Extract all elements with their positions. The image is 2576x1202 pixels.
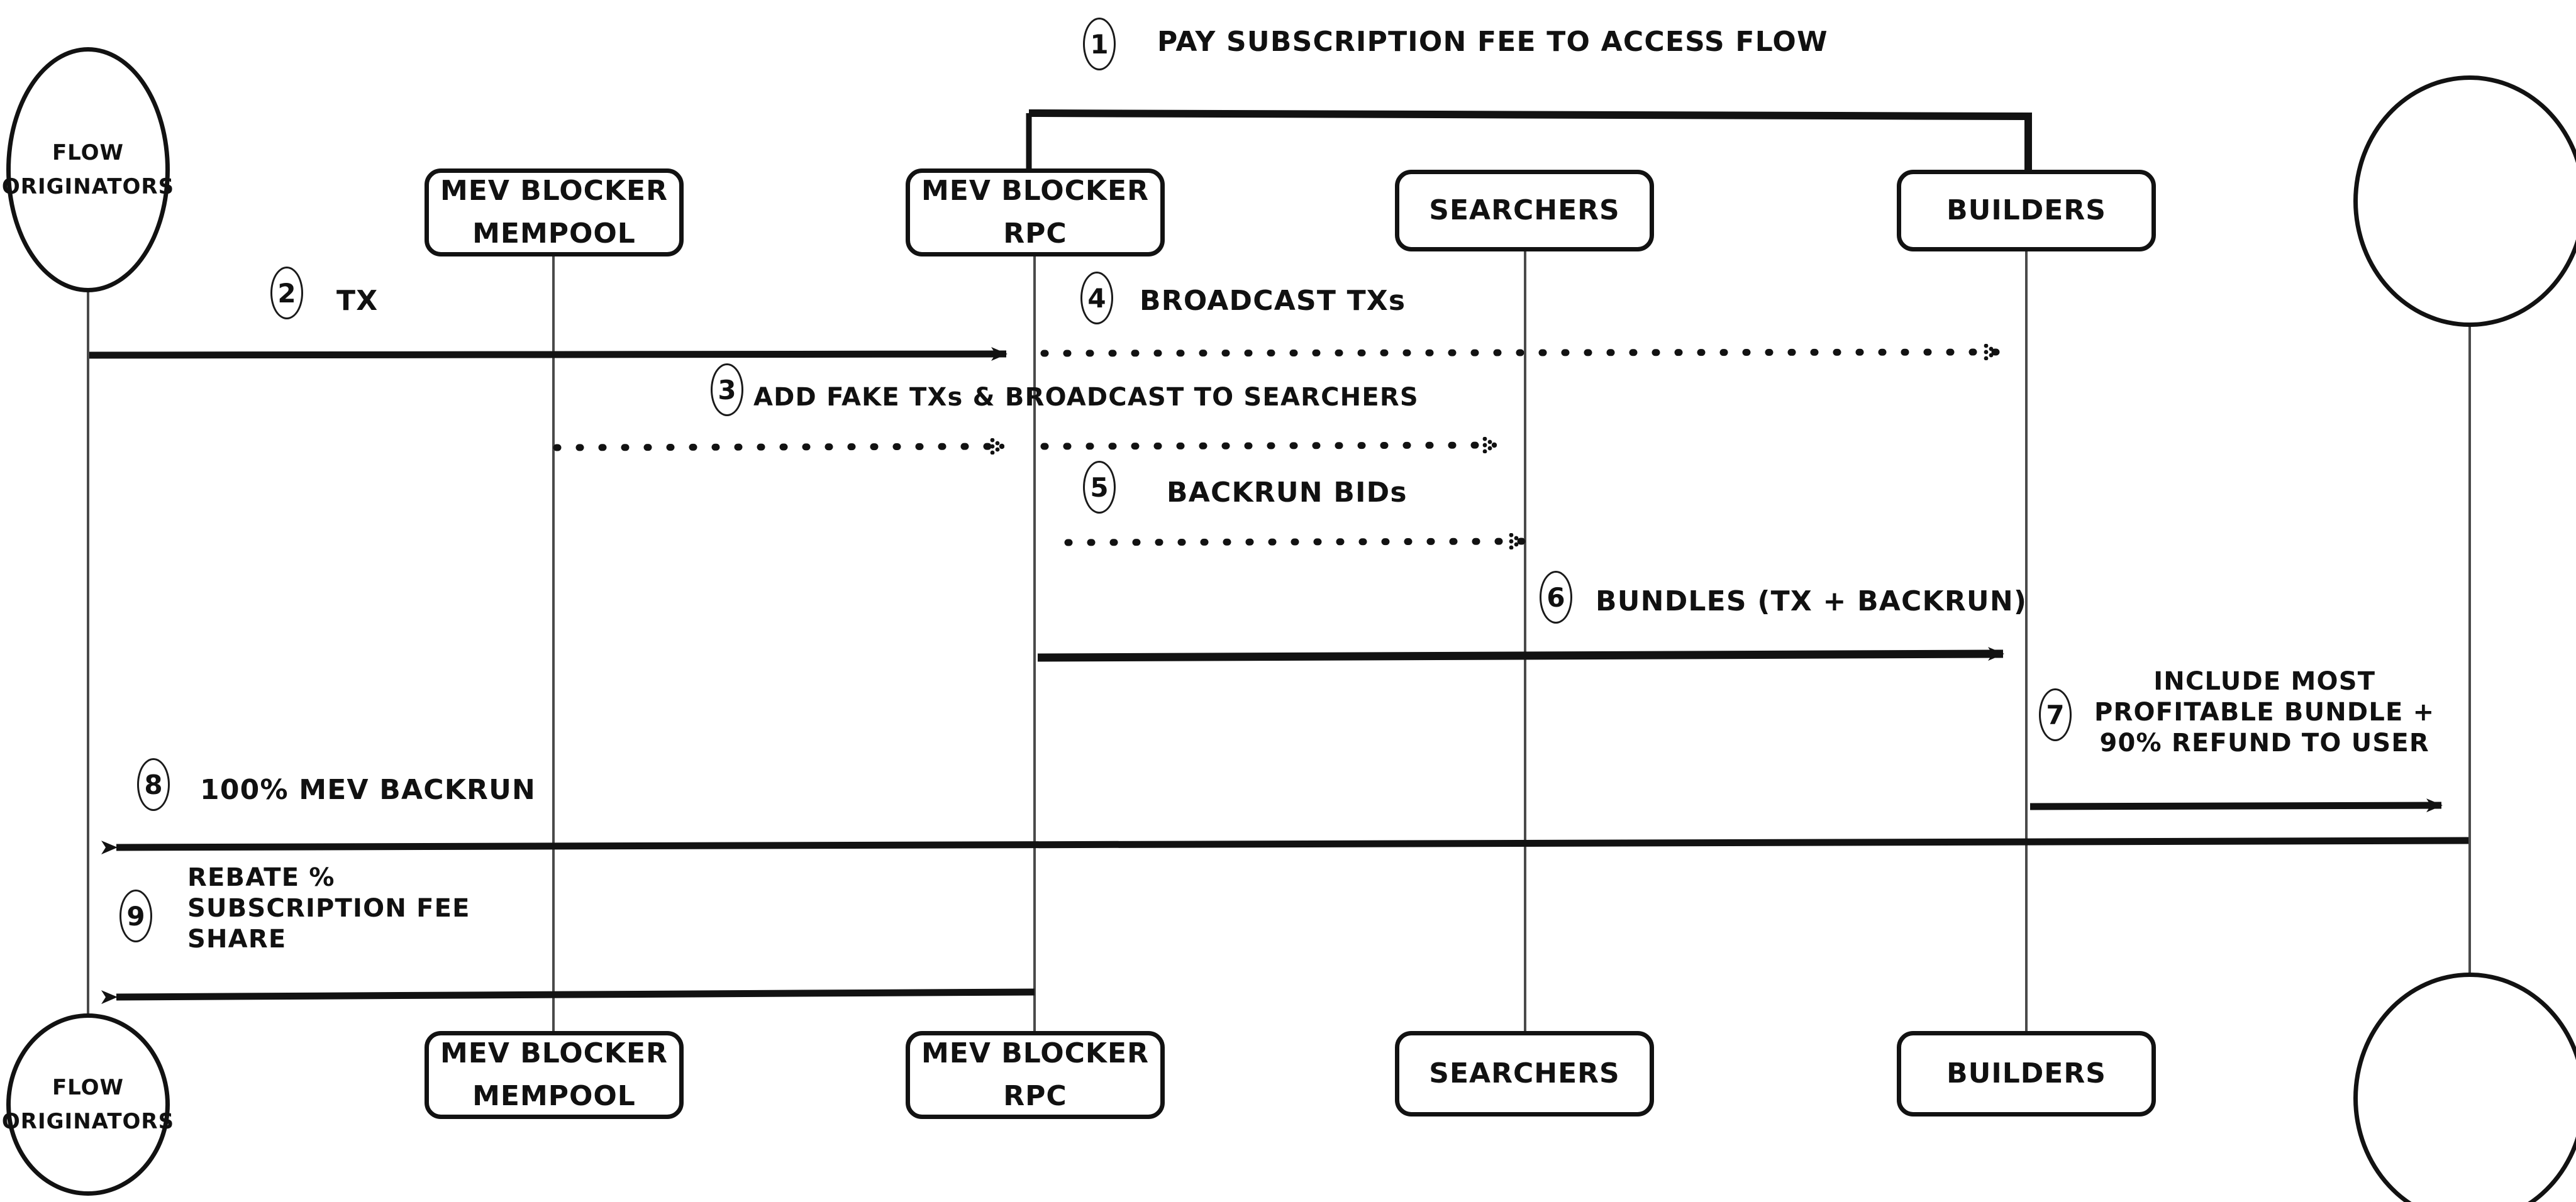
participant-label-line: BUILDERS [1946,1057,2106,1089]
message-label-7: INCLUDE MOST PROFITABLE BUNDLE + 90% REF… [2094,667,2435,758]
step-number-4: 4 [1080,272,1113,324]
step-number-6: 6 [1540,571,1572,624]
message-arrow-6 [1037,647,2004,662]
lifelines [87,168,2471,1031]
message-arrow-9 [101,988,1035,1005]
message-arrow-7 [2029,798,2443,813]
step-number-7: 7 [2039,688,2072,741]
message-label-5: BACKRUN BIDs [1167,477,1407,509]
step-number-8: 8 [137,758,170,811]
participant-head-builders[interactable]: BUILDERS [1897,170,2156,251]
participant-label-line: ORIGINATORS [1,1109,175,1134]
participant-label-line: BUILDERS [1946,194,2106,226]
message-label-8: 100% MEV BACKRUN [200,774,536,806]
step-number-1: 1 [1083,18,1116,70]
participant-head-searchers[interactable]: SEARCHERS [1395,170,1654,251]
message-label-9: REBATE % SUBSCRIPTION FEE SHARE [187,863,470,954]
participant-head-ethereum[interactable] [2353,75,2576,327]
message-label-1: PAY SUBSCRIPTION FEE TO ACCESS FLOW [1157,26,1828,58]
message-label-4: BROADCAST TXs [1140,285,1406,317]
participant-head-mev-blocker-mempool[interactable]: MEV BLOCKER MEMPOOL [425,168,684,256]
participant-label-line: MEMPOOL [472,1080,636,1112]
participant-label-line: ORIGINATORS [1,174,175,199]
participant-foot-ethereum[interactable] [2353,973,2576,1202]
step-number-2: 2 [270,267,303,319]
participant-label-line: MEV BLOCKER [921,1037,1149,1069]
participant-label-line: MEMPOOL [472,218,636,250]
message-arrow-2 [89,347,1008,361]
message-arrow-8 [101,837,2469,855]
participant-label-line: SEARCHERS [1429,194,1620,226]
participant-foot-flow-originators[interactable]: FLOW ORIGINATORS [2,1013,174,1196]
participant-label-line: MEV BLOCKER [921,174,1149,207]
message-label-3: ADD FAKE TXs & BROADCAST TO SEARCHERS [753,383,1419,412]
message-label-6: BUNDLES (TX + BACKRUN) [1596,585,2028,617]
participant-label-line: SEARCHERS [1429,1057,1620,1089]
participant-label-line: MEV BLOCKER [440,1037,668,1069]
message-arrow-5 [1059,541,1526,543]
participant-foot-searchers[interactable]: SEARCHERS [1395,1031,1654,1117]
participant-label-line: RPC [1003,1080,1067,1112]
step-number-3: 3 [711,363,743,416]
message-arrow-4 [1040,352,2001,353]
participant-foot-mev-blocker-rpc[interactable]: MEV BLOCKER RPC [906,1031,1165,1119]
participant-foot-builders[interactable]: BUILDERS [1897,1031,2156,1117]
message-arrow-3b [1040,445,1499,446]
participant-label-line: RPC [1003,218,1067,250]
participant-head-flow-originators[interactable]: FLOW ORIGINATORS [2,47,174,292]
participant-head-mev-blocker-rpc[interactable]: MEV BLOCKER RPC [906,168,1165,256]
participant-foot-mev-blocker-mempool[interactable]: MEV BLOCKER MEMPOOL [425,1031,684,1119]
step-number-9: 9 [119,890,152,942]
message-arrow-3 [553,446,1007,448]
participant-label-line: FLOW [52,1074,125,1100]
participant-label-line: MEV BLOCKER [440,174,668,207]
participant-label-line: FLOW [52,140,125,165]
step-number-5: 5 [1083,461,1116,514]
message-label-2: TX [336,285,379,317]
